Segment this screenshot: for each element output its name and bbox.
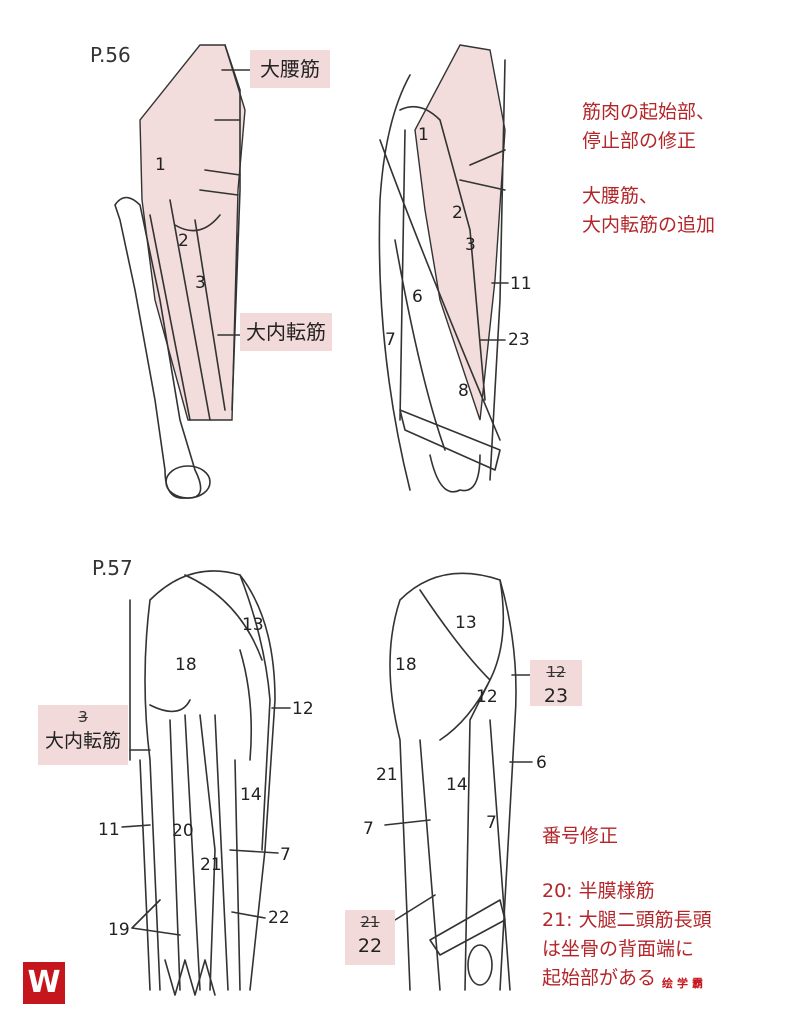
- muscle-number: 14: [446, 775, 468, 795]
- muscle-number: 21: [376, 765, 398, 785]
- muscle-number: 11: [510, 274, 532, 294]
- muscle-number: 18: [175, 655, 197, 675]
- muscle-number: 2: [178, 231, 189, 251]
- watermark: 绘学霸: [662, 977, 707, 990]
- note-line: 20: 半膜様筋: [542, 880, 655, 902]
- muscle-number: 23: [508, 330, 530, 350]
- muscle-number: 2: [452, 203, 463, 223]
- note-top: 筋肉の起始部、停止部の修正大腰筋、大内転筋の追加: [582, 98, 715, 240]
- muscle-number: 18: [395, 655, 417, 675]
- muscle-number: 21: [200, 855, 222, 875]
- muscle-number: 6: [536, 753, 547, 773]
- figure-posterior-thigh-1: P.57 18 13 12 14 20 21 7 22 19 11: [92, 556, 314, 996]
- muscle-number: 19: [108, 920, 130, 940]
- new-number: 22: [357, 935, 383, 957]
- muscle-number: 1: [155, 155, 166, 175]
- muscle-number: 12: [292, 699, 314, 719]
- figure-anterior-thigh-1: P.56 1 2 3: [90, 43, 251, 499]
- muscle-number: 7: [486, 813, 497, 833]
- brand-logo: W: [23, 962, 65, 1004]
- new-number: 23: [543, 685, 569, 707]
- page-number-p56: P.56: [90, 43, 131, 67]
- note-bottom: 番号修正 20: 半膜様筋 21: 大腿二頭筋長頭は坐骨の背面端に起始部がある: [542, 822, 712, 993]
- figure-anterior-thigh-2: 1 2 3 6 7 8 11 23: [378, 44, 532, 493]
- correction-box-adductor: 3 大内転筋: [38, 705, 128, 765]
- label-psoas-major: 大腰筋: [250, 50, 330, 88]
- muscle-number: 7: [385, 330, 396, 350]
- muscle-number: 7: [280, 845, 291, 865]
- muscle-number: 12: [476, 687, 498, 707]
- note-line: 21: 大腿二頭筋長頭: [542, 909, 712, 931]
- muscle-number: 20: [172, 821, 194, 841]
- muscle-number: 13: [455, 613, 477, 633]
- new-label: 大内転筋: [44, 730, 121, 752]
- muscle-number: 13: [242, 615, 264, 635]
- note-line: 大内転筋の追加: [582, 214, 716, 236]
- muscle-number: 6: [412, 287, 423, 307]
- figure-posterior-thigh-2: 13 18 12 21 14 7 7 6: [363, 572, 547, 991]
- note-line: 大腰筋、: [582, 185, 659, 207]
- correction-box-23: 12 23: [530, 660, 582, 707]
- page-number-p57: P.57: [92, 556, 133, 580]
- note-line: 起始部がある: [542, 967, 657, 989]
- correction-box-22: 21 22: [345, 910, 395, 965]
- muscle-number: 14: [240, 785, 262, 805]
- old-number: 3: [78, 708, 88, 726]
- note-title: 番号修正: [542, 825, 619, 847]
- muscle-number: 8: [458, 381, 469, 401]
- muscle-number: 22: [268, 908, 290, 928]
- muscle-number: 7: [363, 819, 374, 839]
- muscle-number: 11: [98, 820, 120, 840]
- note-line: 停止部の修正: [582, 130, 697, 152]
- old-number: 21: [360, 913, 380, 931]
- muscle-number: 3: [465, 235, 476, 255]
- label-adductor-magnus: 大内転筋: [240, 313, 332, 351]
- muscle-number: 3: [195, 273, 206, 293]
- old-number: 12: [546, 663, 566, 681]
- note-line: は坐骨の背面端に: [542, 938, 695, 960]
- muscle-number: 1: [418, 125, 429, 145]
- note-line: 筋肉の起始部、: [582, 101, 716, 123]
